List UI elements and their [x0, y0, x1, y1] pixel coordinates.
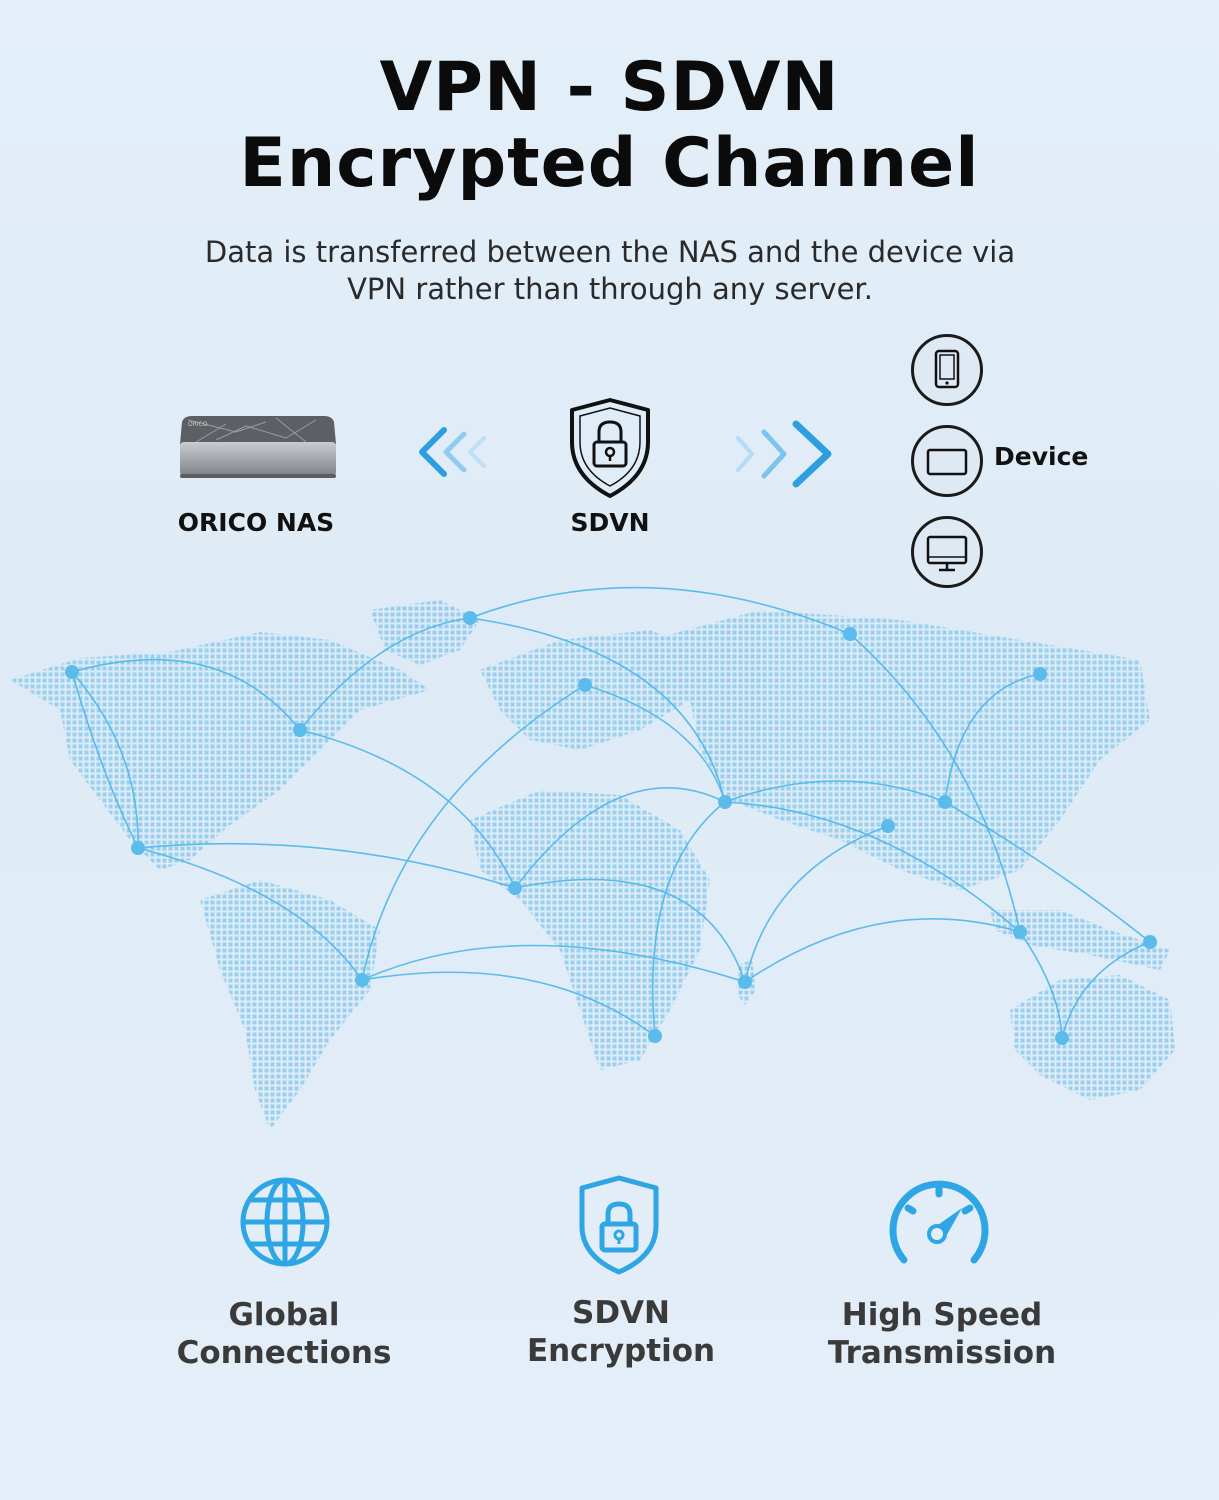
subtitle-line-1: Data is transferred between the NAS and … [204, 235, 1016, 269]
feature-2-line-2: Encryption [526, 1333, 716, 1369]
feature-1-line-1: Global [228, 1297, 340, 1333]
tablet-icon [911, 334, 983, 406]
shield-lock-icon [579, 1175, 659, 1275]
subtitle-line-2: VPN rather than through any server. [347, 272, 873, 306]
title-line-1: VPN - SDVN [379, 48, 840, 127]
feature-global-connections: Global Connections [144, 1296, 424, 1372]
feature-3-line-1: High Speed [841, 1297, 1043, 1333]
page-subtitle: Data is transferred between the NAS and … [160, 234, 1060, 308]
page-title: VPN - SDVN Encrypted Channel [0, 50, 1219, 202]
monitor-icon [911, 516, 983, 588]
shield-lock-icon [570, 398, 650, 498]
laptop-icon [911, 425, 983, 497]
title-line-2: Encrypted Channel [239, 124, 980, 203]
feature-3-line-2: Transmission [827, 1335, 1057, 1371]
feature-2-line-1: SDVN [572, 1295, 670, 1331]
arrows-right-icon [736, 420, 832, 488]
svg-text:ORICO: ORICO [188, 421, 208, 428]
sdvn-label: SDVN [570, 508, 650, 537]
world-map-image [10, 586, 1175, 1130]
device-label: Device [994, 442, 1089, 471]
nas-label: ORICO NAS [177, 508, 335, 537]
arrows-left-icon [419, 427, 486, 477]
feature-sdvn-encryption: SDVN Encryption [481, 1294, 761, 1370]
speedometer-icon [889, 1180, 989, 1264]
feature-1-line-2: Connections [176, 1335, 392, 1371]
nas-device-image: ORICO [180, 416, 336, 478]
feature-high-speed: High Speed Transmission [802, 1296, 1082, 1372]
globe-icon [240, 1177, 330, 1267]
